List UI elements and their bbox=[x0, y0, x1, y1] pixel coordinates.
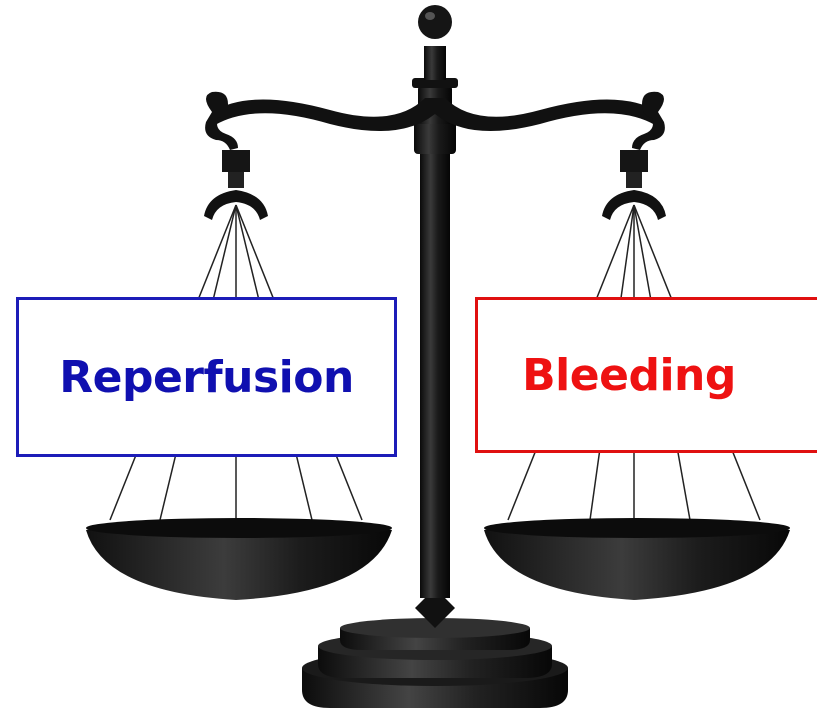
left-pan bbox=[86, 518, 392, 600]
scale-base bbox=[302, 588, 568, 708]
left-pan-label-box: Reperfusion bbox=[16, 297, 397, 457]
right-pan-label-box: Bleeding bbox=[475, 297, 817, 453]
right-pan-label: Bleeding bbox=[522, 350, 776, 401]
scale-pillar bbox=[412, 5, 458, 598]
right-pan bbox=[484, 518, 790, 600]
left-pan-label: Reperfusion bbox=[59, 352, 354, 403]
